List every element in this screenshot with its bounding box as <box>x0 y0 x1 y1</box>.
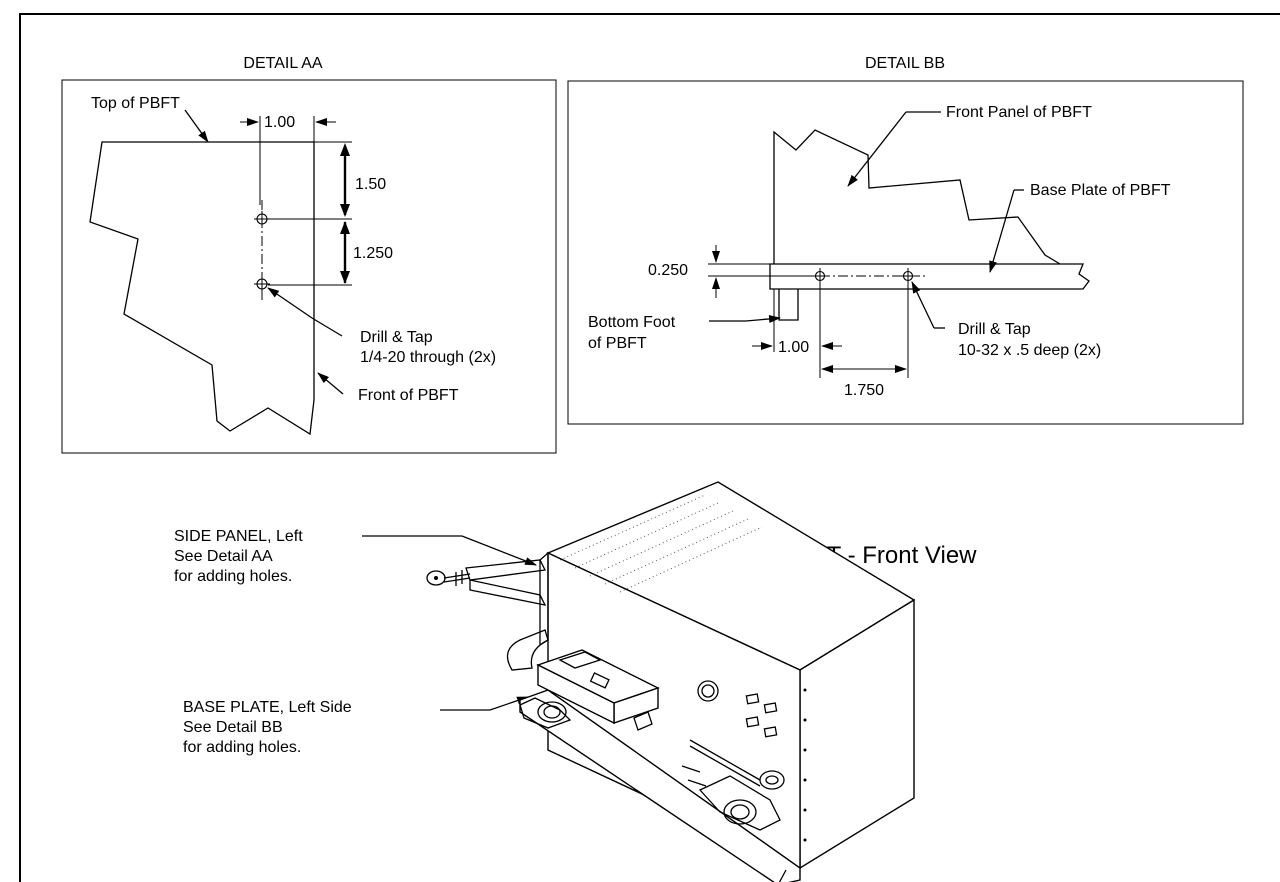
front-view: PBFT - Front View SIDE PANEL, Left See D… <box>174 481 977 882</box>
detail-aa-dim-upper: 1.50 <box>355 176 386 193</box>
detail-aa-dim-lower: 1.250 <box>353 245 393 262</box>
detail-aa-dim-horizontal: 1.00 <box>264 114 295 131</box>
detail-bb-base-plate-label: Base Plate of PBFT <box>1030 182 1171 199</box>
detail-aa-note-line1: Drill & Tap <box>360 329 433 346</box>
detail-bb: DETAIL BB 0.250 1.00 1.750 <box>567 55 1244 425</box>
base-plate-line3: for adding holes. <box>183 739 301 756</box>
detail-bb-front-panel-label: Front Panel of PBFT <box>946 104 1092 121</box>
detail-aa: DETAIL AA 1.00 1.50 1.250 Top of PBFT <box>61 55 557 454</box>
side-panel-line1: SIDE PANEL, Left <box>174 528 303 545</box>
handle-knob <box>426 570 446 586</box>
detail-bb-front-panel <box>773 129 1061 265</box>
control-knob <box>697 680 719 702</box>
pbft-enclosure <box>519 481 916 882</box>
detail-bb-note-line2: 10-32 x .5 deep (2x) <box>958 342 1101 359</box>
detail-aa-title: DETAIL AA <box>243 55 322 72</box>
detail-bb-foot-line2: of PBFT <box>588 335 647 352</box>
button-1 <box>745 693 760 705</box>
detail-aa-top-label: Top of PBFT <box>91 95 180 112</box>
detail-bb-base-plate <box>769 263 1090 290</box>
button-3 <box>745 716 760 728</box>
detail-aa-part-outline <box>89 141 315 436</box>
sheet-border <box>19 13 1280 882</box>
base-plate-line1: BASE PLATE, Left Side <box>183 699 352 716</box>
side-panel-line3: for adding holes. <box>174 568 292 585</box>
side-panel-line2: See Detail AA <box>174 548 273 565</box>
detail-bb-dim-spacing: 1.750 <box>844 382 884 399</box>
detail-aa-note-line2: 1/4-20 through (2x) <box>360 349 496 366</box>
detail-aa-frame <box>61 79 557 454</box>
button-2 <box>763 702 778 714</box>
detail-bb-title: DETAIL BB <box>865 55 945 72</box>
right-gear-assembly <box>723 799 757 825</box>
detail-bb-dim-thickness: 0.250 <box>648 262 688 279</box>
left-gear <box>537 701 567 723</box>
detail-bb-bottom-foot <box>778 289 799 321</box>
detail-bb-foot-line1: Bottom Foot <box>588 314 676 331</box>
detail-bb-dim-offset: 1.00 <box>778 339 809 356</box>
button-4 <box>763 726 778 738</box>
front-panel-controls <box>506 629 785 831</box>
base-plate-line2: See Detail BB <box>183 719 283 736</box>
detail-aa-front-label: Front of PBFT <box>358 387 459 404</box>
detail-bb-frame <box>567 80 1244 425</box>
detail-bb-note-line1: Drill & Tap <box>958 321 1031 338</box>
side-arm-assembly <box>426 551 549 647</box>
curved-bracket <box>506 629 549 671</box>
